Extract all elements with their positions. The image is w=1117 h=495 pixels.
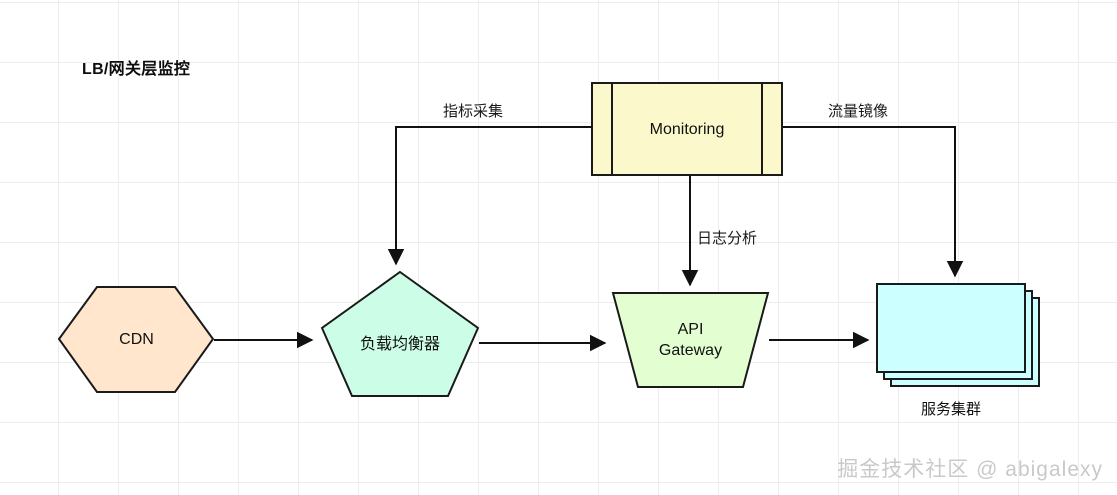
node-service-cluster-label: 服务集群	[920, 401, 981, 418]
edge-monitoring-to-lb	[387, 126, 592, 266]
edge-monitoring-to-cluster	[783, 126, 964, 278]
edge-label-traffic-mirroring: 流量镜像	[828, 103, 889, 120]
diagram-title: LB/网关层监控	[82, 61, 191, 78]
node-monitoring-shape[interactable]	[591, 82, 783, 176]
edge-label-metrics-collection: 指标采集	[443, 103, 504, 120]
node-api-gateway-shape[interactable]	[611, 292, 770, 388]
node-load-balancer-shape[interactable]	[320, 270, 480, 397]
watermark: 掘金技术社区 @ abigalexy	[837, 458, 1103, 481]
edge-label-log-analysis: 日志分析	[697, 230, 758, 247]
node-service-cluster-shape[interactable]	[876, 283, 1026, 373]
node-cdn-shape[interactable]	[57, 286, 215, 393]
